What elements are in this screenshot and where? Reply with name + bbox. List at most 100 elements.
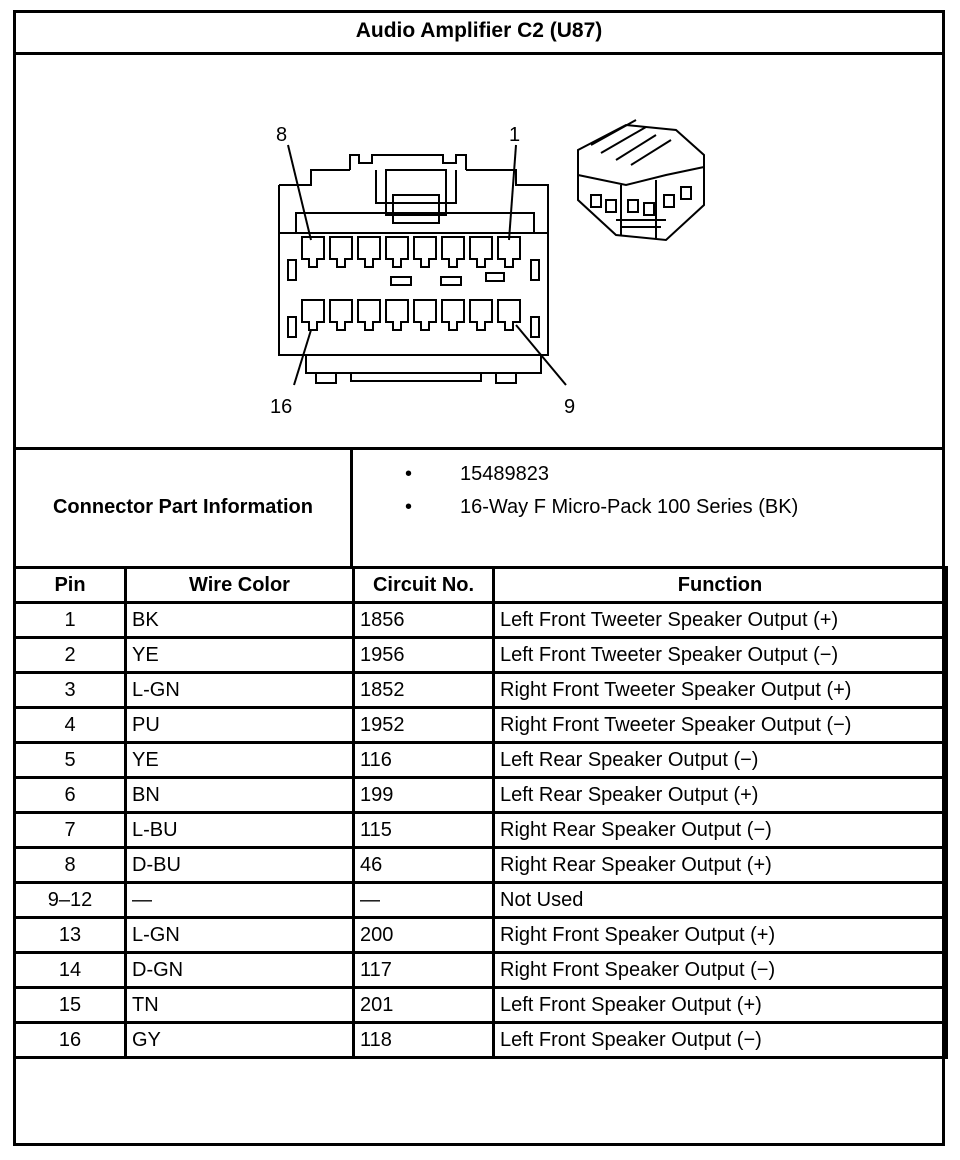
circuit-no-cell: 116 [352, 741, 495, 779]
connector-part-info-label: Connector Part Information [52, 496, 313, 518]
function-cell: Right Rear Speaker Output (−) [492, 811, 948, 849]
pin-label-8: 8 [276, 124, 287, 146]
pin-cell: 14 [13, 951, 127, 989]
wire-color-cell: YE [124, 741, 355, 779]
wire-color-cell: PU [124, 706, 355, 744]
function-cell: Left Front Tweeter Speaker Output (+) [492, 601, 948, 639]
pin-cell: 2 [13, 636, 127, 674]
pin-cavity [497, 299, 521, 331]
circuit-no-cell: 1856 [352, 601, 495, 639]
wire-color-cell: — [124, 881, 355, 919]
wire-color-cell: GY [124, 1021, 355, 1059]
pin-cell: 8 [13, 846, 127, 884]
function-cell: Not Used [492, 881, 948, 919]
connector-3d-illustration [577, 119, 705, 242]
list-item: • 15489823 [405, 458, 798, 491]
wire-color-cell: L-GN [124, 671, 355, 709]
column-header-circuit-no: Circuit No. [352, 566, 495, 604]
wire-color-cell: L-GN [124, 916, 355, 954]
pin-cell: 7 [13, 811, 127, 849]
circuit-no-cell: 201 [352, 986, 495, 1024]
page-title: Audio Amplifier C2 (U87) [13, 10, 945, 55]
circuit-no-cell: 1956 [352, 636, 495, 674]
pin-cell: 3 [13, 671, 127, 709]
pin-cell: 13 [13, 916, 127, 954]
circuit-no-cell: 200 [352, 916, 495, 954]
pin-cavity [441, 236, 465, 268]
pin-cavity [329, 236, 353, 268]
column-header-function: Function [492, 566, 948, 604]
circuit-no-cell: 199 [352, 776, 495, 814]
column-header-wire-color: Wire Color [124, 566, 355, 604]
wire-color-cell: D-BU [124, 846, 355, 884]
function-cell: Right Front Tweeter Speaker Output (−) [492, 706, 948, 744]
pin-cavity [441, 299, 465, 331]
pin-cavity [385, 299, 409, 331]
pin-cavity [413, 299, 437, 331]
pin-cavity [469, 299, 493, 331]
function-cell: Left Front Tweeter Speaker Output (−) [492, 636, 948, 674]
function-cell: Right Front Speaker Output (+) [492, 916, 948, 954]
list-item: • 16-Way F Micro-Pack 100 Series (BK) [405, 491, 798, 524]
circuit-no-cell: 117 [352, 951, 495, 989]
pin-cavity [357, 299, 381, 331]
pin-cell: 9–12 [13, 881, 127, 919]
function-cell: Right Rear Speaker Output (+) [492, 846, 948, 884]
pin-label-9: 9 [564, 396, 575, 418]
pin-cavity [413, 236, 437, 268]
wire-color-cell: L-BU [124, 811, 355, 849]
circuit-no-cell: 1952 [352, 706, 495, 744]
bullet-icon: • [405, 496, 413, 518]
pin-cell: 16 [13, 1021, 127, 1059]
pin-cavity [329, 299, 353, 331]
pin-cavity [357, 236, 381, 268]
circuit-no-cell: 1852 [352, 671, 495, 709]
wire-color-cell: BK [124, 601, 355, 639]
column-header-pin: Pin [13, 566, 127, 604]
bullet-icon: • [405, 463, 413, 485]
connector-diagram: 8 1 16 9 [270, 119, 705, 418]
section-divider [13, 447, 945, 450]
function-cell: Left Rear Speaker Output (+) [492, 776, 948, 814]
pin-label-1: 1 [509, 124, 520, 146]
function-cell: Right Front Speaker Output (−) [492, 951, 948, 989]
pin-cavity [301, 236, 325, 268]
function-cell: Left Front Speaker Output (−) [492, 1021, 948, 1059]
pin-cavity [469, 236, 493, 268]
function-cell: Left Front Speaker Output (+) [492, 986, 948, 1024]
section-divider [350, 447, 353, 567]
circuit-no-cell: 118 [352, 1021, 495, 1059]
pin-cell: 6 [13, 776, 127, 814]
pin-cavity [497, 236, 521, 268]
circuit-no-cell: — [352, 881, 495, 919]
wire-color-cell: YE [124, 636, 355, 674]
circuit-no-cell: 46 [352, 846, 495, 884]
pin-cell: 5 [13, 741, 127, 779]
circuit-no-cell: 115 [352, 811, 495, 849]
function-cell: Right Front Tweeter Speaker Output (+) [492, 671, 948, 709]
wire-color-cell: TN [124, 986, 355, 1024]
pin-label-16: 16 [270, 396, 292, 418]
pin-cell: 15 [13, 986, 127, 1024]
wire-color-cell: D-GN [124, 951, 355, 989]
table-row: 9–12——Not Used [13, 881, 948, 919]
pin-cavity [301, 299, 325, 331]
pin-cell: 4 [13, 706, 127, 744]
pin-cavity [385, 236, 409, 268]
pin-cell: 1 [13, 601, 127, 639]
function-cell: Left Rear Speaker Output (−) [492, 741, 948, 779]
wire-color-cell: BN [124, 776, 355, 814]
